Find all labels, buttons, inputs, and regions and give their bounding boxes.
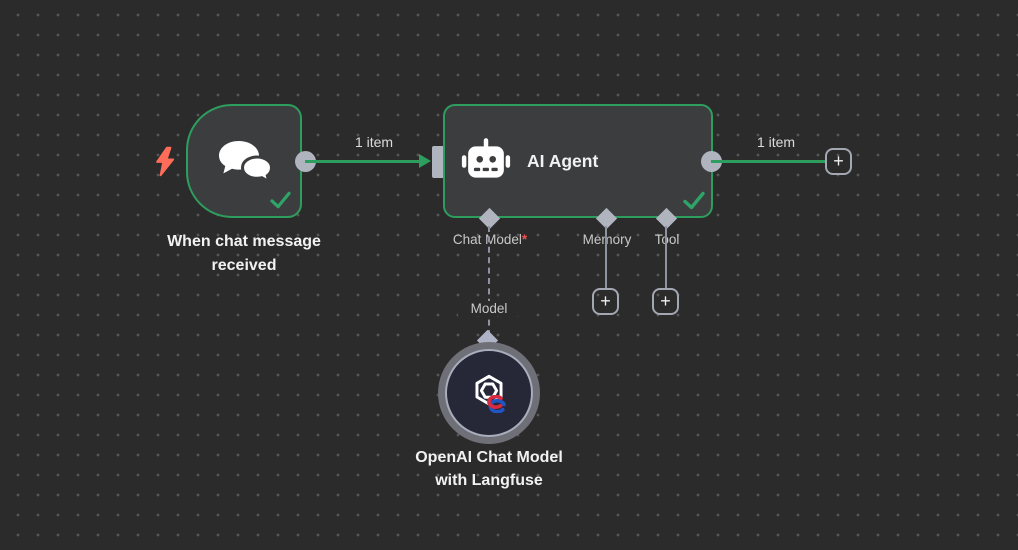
add-memory-button[interactable]: + <box>592 288 619 315</box>
success-check-icon <box>269 191 292 209</box>
connection-trigger-to-agent <box>305 160 423 163</box>
model-connection-label: Model <box>458 301 520 316</box>
chat-model-endpoint-label: Chat Model* <box>452 232 528 247</box>
agent-input-connector[interactable] <box>432 146 445 178</box>
add-next-node-button[interactable]: + <box>825 148 852 175</box>
node-openai-chat-model[interactable] <box>438 342 540 444</box>
chat-bubbles-icon <box>214 138 274 186</box>
langfuse-badge-icon <box>481 394 507 414</box>
node-chat-trigger[interactable] <box>186 104 302 218</box>
model-node-body <box>445 349 533 437</box>
connection-arrowhead-icon <box>419 154 431 168</box>
output-items-label: 1 item <box>756 134 796 150</box>
trigger-bolt-icon <box>151 146 179 177</box>
tool-endpoint-label: Tool <box>637 232 697 247</box>
required-marker: * <box>521 232 528 247</box>
connection-agent-output <box>711 160 827 163</box>
memory-endpoint-label: Memory <box>567 232 647 247</box>
tool-stub-line <box>665 226 667 290</box>
success-check-icon <box>682 191 706 210</box>
node-ai-agent[interactable]: AI Agent <box>443 104 713 218</box>
robot-icon <box>461 137 511 185</box>
connection-model-to-agent <box>488 226 490 336</box>
connection-items-label: 1 item <box>354 134 394 150</box>
add-tool-button[interactable]: + <box>652 288 679 315</box>
agent-node-title: AI Agent <box>527 150 599 171</box>
model-node-name: OpenAI Chat Model with Langfuse <box>415 449 563 489</box>
trigger-node-name: When chat message received <box>167 233 321 274</box>
memory-stub-line <box>605 226 607 290</box>
